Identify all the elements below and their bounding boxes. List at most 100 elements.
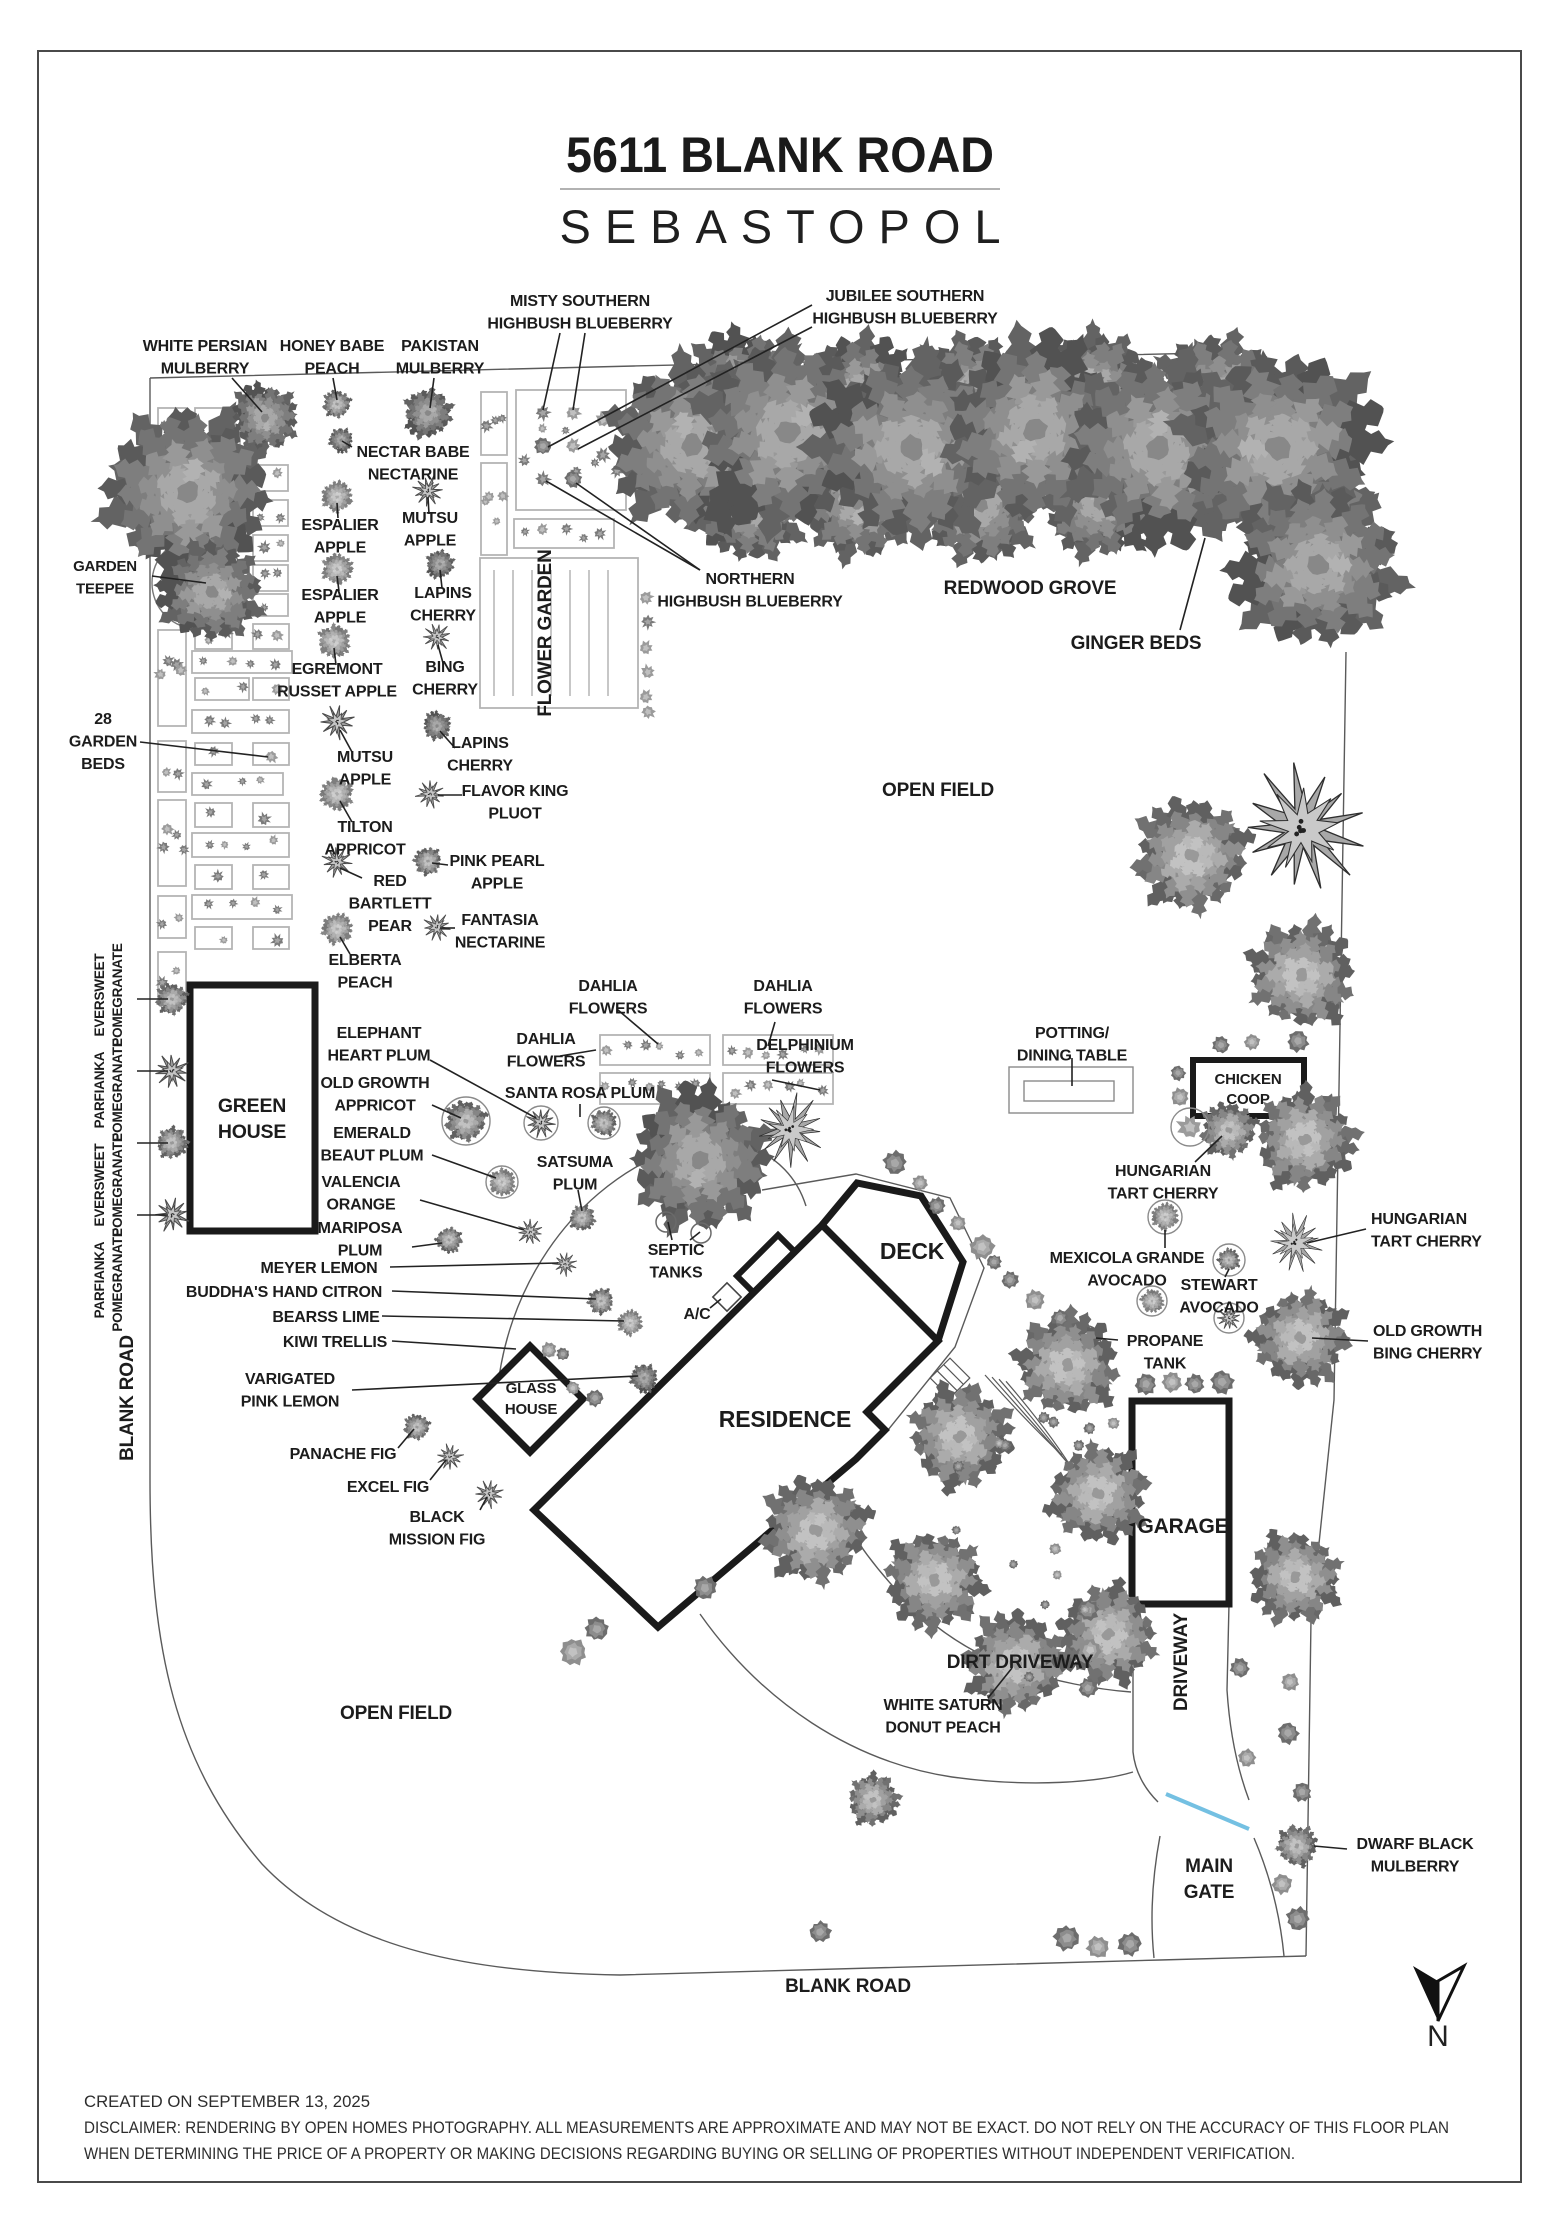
svg-text:PROPANE: PROPANE xyxy=(1127,1333,1204,1350)
svg-text:APPRICOT: APPRICOT xyxy=(324,842,405,859)
svg-text:PLUOT: PLUOT xyxy=(488,806,542,823)
svg-text:TANKS: TANKS xyxy=(650,1265,703,1282)
svg-text:BLANK ROAD: BLANK ROAD xyxy=(117,1335,138,1461)
svg-text:BING CHERRY: BING CHERRY xyxy=(1373,1346,1483,1363)
svg-text:PARFIANKA: PARFIANKA xyxy=(92,1241,107,1318)
svg-text:SANTA ROSA PLUM: SANTA ROSA PLUM xyxy=(505,1085,655,1102)
svg-text:N: N xyxy=(1427,2020,1449,2053)
svg-text:APPLE: APPLE xyxy=(314,540,367,557)
svg-text:ORANGE: ORANGE xyxy=(326,1197,396,1214)
svg-text:PLUM: PLUM xyxy=(338,1243,383,1260)
svg-text:APPLE: APPLE xyxy=(404,533,457,550)
svg-text:EXCEL FIG: EXCEL FIG xyxy=(347,1479,429,1496)
svg-text:WHEN DETERMINING THE PRICE OF: WHEN DETERMINING THE PRICE OF A PROPERTY… xyxy=(84,2144,1295,2163)
svg-text:GARDEN: GARDEN xyxy=(73,558,137,575)
svg-text:BLACK: BLACK xyxy=(410,1509,466,1526)
svg-text:HUNGARIAN: HUNGARIAN xyxy=(1115,1163,1211,1180)
svg-text:BUDDHA'S HAND CITRON: BUDDHA'S HAND CITRON xyxy=(186,1284,382,1301)
svg-text:WHITE PERSIAN: WHITE PERSIAN xyxy=(143,338,268,355)
svg-text:MAIN: MAIN xyxy=(1185,1856,1233,1877)
svg-text:MULBERRY: MULBERRY xyxy=(396,361,485,378)
svg-text:VARIGATED: VARIGATED xyxy=(245,1371,335,1388)
svg-text:WHITE SATURN: WHITE SATURN xyxy=(883,1697,1002,1714)
svg-text:MULBERRY: MULBERRY xyxy=(1371,1859,1460,1876)
svg-text:OLD GROWTH: OLD GROWTH xyxy=(1373,1323,1482,1340)
svg-text:5611 BLANK ROAD: 5611 BLANK ROAD xyxy=(566,127,994,183)
svg-text:STEWART: STEWART xyxy=(1181,1277,1258,1294)
svg-text:FLOWERS: FLOWERS xyxy=(569,1001,648,1018)
svg-text:VALENCIA: VALENCIA xyxy=(322,1174,402,1191)
svg-text:A/C: A/C xyxy=(684,1306,712,1323)
svg-text:MISTY SOUTHERN: MISTY SOUTHERN xyxy=(510,293,650,310)
svg-text:DECK: DECK xyxy=(880,1238,945,1264)
svg-text:BARTLETT: BARTLETT xyxy=(349,896,432,913)
svg-text:HIGHBUSH BLUEBERRY: HIGHBUSH BLUEBERRY xyxy=(657,594,843,611)
svg-text:FANTASIA: FANTASIA xyxy=(461,912,539,929)
svg-text:SATSUMA: SATSUMA xyxy=(537,1154,614,1171)
svg-text:DAHLIA: DAHLIA xyxy=(578,978,638,995)
svg-text:FLOWERS: FLOWERS xyxy=(766,1060,845,1077)
svg-text:AVOCADO: AVOCADO xyxy=(1179,1300,1258,1317)
svg-text:PARFIANKA: PARFIANKA xyxy=(92,1051,107,1128)
svg-text:NECTARINE: NECTARINE xyxy=(455,935,546,952)
svg-text:DAHLIA: DAHLIA xyxy=(753,978,813,995)
svg-text:DIRT DRIVEWAY: DIRT DRIVEWAY xyxy=(947,1652,1094,1673)
svg-text:HEART PLUM: HEART PLUM xyxy=(328,1048,431,1065)
svg-text:APPLE: APPLE xyxy=(471,876,524,893)
svg-text:GINGER BEDS: GINGER BEDS xyxy=(1071,633,1202,654)
svg-text:MUTSU: MUTSU xyxy=(337,749,393,766)
svg-text:GARAGE: GARAGE xyxy=(1138,1515,1229,1538)
svg-text:GARDEN: GARDEN xyxy=(69,734,137,751)
svg-text:GLASS: GLASS xyxy=(506,1380,557,1397)
svg-text:CREATED ON SEPTEMBER 13, 2025: CREATED ON SEPTEMBER 13, 2025 xyxy=(84,2092,370,2111)
svg-text:DISCLAIMER: RENDERING BY OPEN: DISCLAIMER: RENDERING BY OPEN HOMES PHOT… xyxy=(84,2118,1449,2137)
svg-text:TEEPEE: TEEPEE xyxy=(76,581,134,598)
svg-text:MEYER LEMON: MEYER LEMON xyxy=(261,1260,378,1277)
svg-text:NECTAR BABE: NECTAR BABE xyxy=(356,444,470,461)
svg-text:FLAVOR KING: FLAVOR KING xyxy=(462,783,569,800)
svg-text:EVERSWEET: EVERSWEET xyxy=(92,1143,107,1227)
svg-text:BLANK ROAD: BLANK ROAD xyxy=(785,1976,911,1997)
svg-text:REDWOOD GROVE: REDWOOD GROVE xyxy=(944,578,1117,599)
svg-text:DONUT PEACH: DONUT PEACH xyxy=(885,1720,1000,1737)
svg-text:DWARF BLACK: DWARF BLACK xyxy=(1357,1836,1475,1853)
svg-text:JUBILEE SOUTHERN: JUBILEE SOUTHERN xyxy=(826,288,985,305)
svg-text:EMERALD: EMERALD xyxy=(333,1125,411,1142)
svg-text:POMEGRANATE: POMEGRANATE xyxy=(110,1038,125,1141)
svg-text:MISSION FIG: MISSION FIG xyxy=(389,1532,485,1549)
svg-text:DRIVEWAY: DRIVEWAY xyxy=(1171,1612,1192,1711)
svg-text:AVOCADO: AVOCADO xyxy=(1087,1273,1166,1290)
svg-text:POMEGRANATE: POMEGRANATE xyxy=(110,1133,125,1236)
svg-text:NECTARINE: NECTARINE xyxy=(368,467,459,484)
svg-text:FLOWER GARDEN: FLOWER GARDEN xyxy=(535,549,556,716)
svg-text:BEARSS LIME: BEARSS LIME xyxy=(272,1309,380,1326)
svg-text:BEAUT PLUM: BEAUT PLUM xyxy=(321,1148,424,1165)
svg-text:DELPHINIUM: DELPHINIUM xyxy=(756,1037,854,1054)
svg-text:HIGHBUSH BLUEBERRY: HIGHBUSH BLUEBERRY xyxy=(487,316,673,333)
svg-text:EGREMONT: EGREMONT xyxy=(292,661,383,678)
svg-text:PINK PEARL: PINK PEARL xyxy=(450,853,545,870)
svg-text:RED: RED xyxy=(373,873,406,890)
svg-text:ELEPHANT: ELEPHANT xyxy=(337,1025,422,1042)
svg-text:APPLE: APPLE xyxy=(339,772,392,789)
svg-text:HOUSE: HOUSE xyxy=(505,1401,558,1418)
svg-text:OPEN FIELD: OPEN FIELD xyxy=(340,1703,452,1724)
svg-text:ELBERTA: ELBERTA xyxy=(329,952,403,969)
svg-text:COOP: COOP xyxy=(1226,1091,1270,1108)
svg-text:TART CHERRY: TART CHERRY xyxy=(1108,1186,1219,1203)
svg-text:BING: BING xyxy=(425,659,464,676)
svg-text:HIGHBUSH BLUEBERRY: HIGHBUSH BLUEBERRY xyxy=(812,311,998,328)
svg-text:LAPINS: LAPINS xyxy=(414,585,472,602)
svg-text:HOUSE: HOUSE xyxy=(218,1121,287,1143)
svg-text:NORTHERN: NORTHERN xyxy=(705,571,794,588)
svg-text:TILTON: TILTON xyxy=(337,819,392,836)
svg-text:CHERRY: CHERRY xyxy=(410,608,476,625)
svg-text:PINK LEMON: PINK LEMON xyxy=(241,1394,339,1411)
svg-text:TART CHERRY: TART CHERRY xyxy=(1371,1234,1482,1251)
svg-text:RUSSET APPLE: RUSSET APPLE xyxy=(277,684,397,701)
svg-text:POMEGRANATE: POMEGRANATE xyxy=(110,1228,125,1331)
svg-text:GATE: GATE xyxy=(1184,1882,1235,1903)
svg-text:BEDS: BEDS xyxy=(81,756,125,773)
svg-text:PANACHE FIG: PANACHE FIG xyxy=(290,1446,397,1463)
svg-text:LAPINS: LAPINS xyxy=(451,735,509,752)
